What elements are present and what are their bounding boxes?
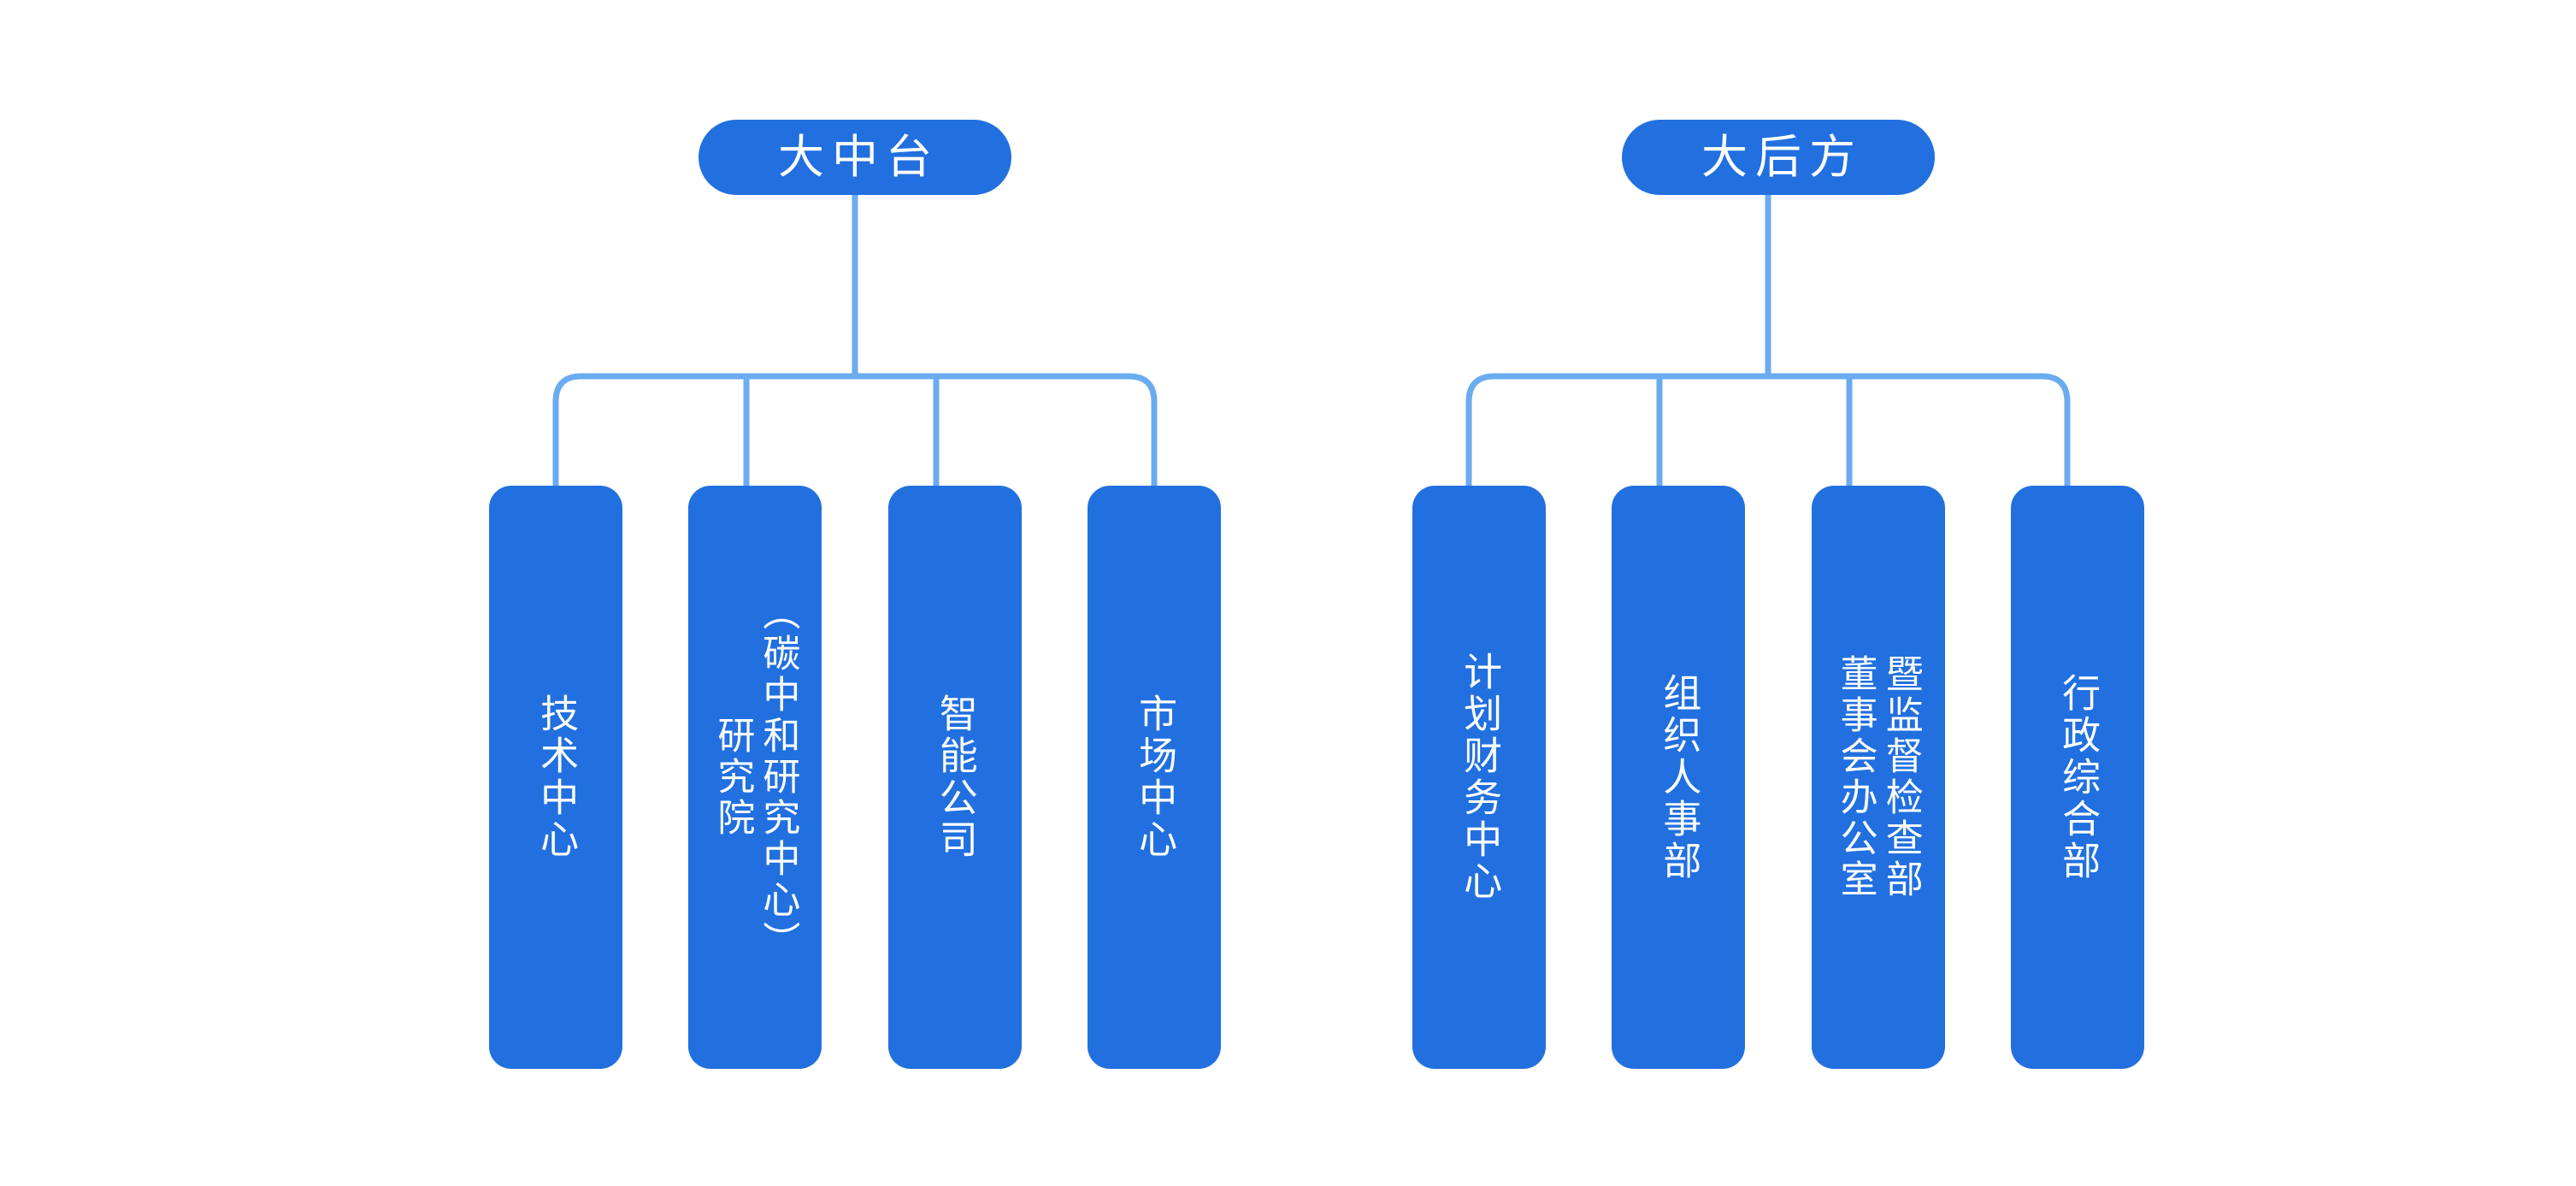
leaf-card-planning-finance-center[interactable]: 计划财务中心 <box>1412 486 1546 1069</box>
leaf-card-tech-center[interactable]: 技术中心 <box>489 486 622 1069</box>
leaf-row-right: 计划财务中心 组织人事部 暨监督检查部 董事会办公室 行政综合部 <box>1412 486 2144 1069</box>
root-node-da-hou-fang[interactable]: 大后方 <box>1622 120 1935 195</box>
org-group-left: 大中台 技术中心 （碳中和研究中心） 研究院 智能公司 市场中心 <box>462 0 1248 1186</box>
leaf-label-col-1: （碳中和研究中心） <box>757 593 799 962</box>
leaf-label-col-1: 市场中心 <box>1133 693 1177 861</box>
leaf-label-col-1: 行政综合部 <box>2056 672 2101 882</box>
leaf-label-col-1: 组织人事部 <box>1657 672 1701 882</box>
leaf-row-left: 技术中心 （碳中和研究中心） 研究院 智能公司 市场中心 <box>489 486 1221 1069</box>
root-node-da-zhong-tai[interactable]: 大中台 <box>699 120 1011 195</box>
leaf-label-col-2: 董事会办公室 <box>1834 654 1877 900</box>
root-node-label: 大中台 <box>778 132 940 183</box>
root-node-label: 大后方 <box>1701 132 1863 183</box>
leaf-card-intelligent-company[interactable]: 智能公司 <box>887 486 1022 1069</box>
org-group-right: 大后方 计划财务中心 组织人事部 暨监督检查部 董事会办公室 行政综合部 <box>1385 0 2172 1186</box>
connector-bus <box>552 373 1158 486</box>
leaf-label-col-1: 暨监督检查部 <box>1879 654 1922 900</box>
leaf-card-org-personnel-dept[interactable]: 组织人事部 <box>1612 486 1746 1069</box>
leaf-card-admin-general-dept[interactable]: 行政综合部 <box>2010 486 2144 1069</box>
leaf-label-col-1: 计划财务中心 <box>1458 652 1502 903</box>
leaf-card-board-office-supervision[interactable]: 暨监督检查部 董事会办公室 <box>1811 486 1945 1069</box>
leaf-label-col-1: 技术中心 <box>534 693 579 861</box>
leaf-label-col-1: 智能公司 <box>933 693 977 861</box>
leaf-card-research-institute[interactable]: （碳中和研究中心） 研究院 <box>688 486 822 1069</box>
connector-bus <box>1465 373 2071 486</box>
leaf-label-col-2: 研究院 <box>711 716 754 839</box>
leaf-card-market-center[interactable]: 市场中心 <box>1087 486 1221 1069</box>
